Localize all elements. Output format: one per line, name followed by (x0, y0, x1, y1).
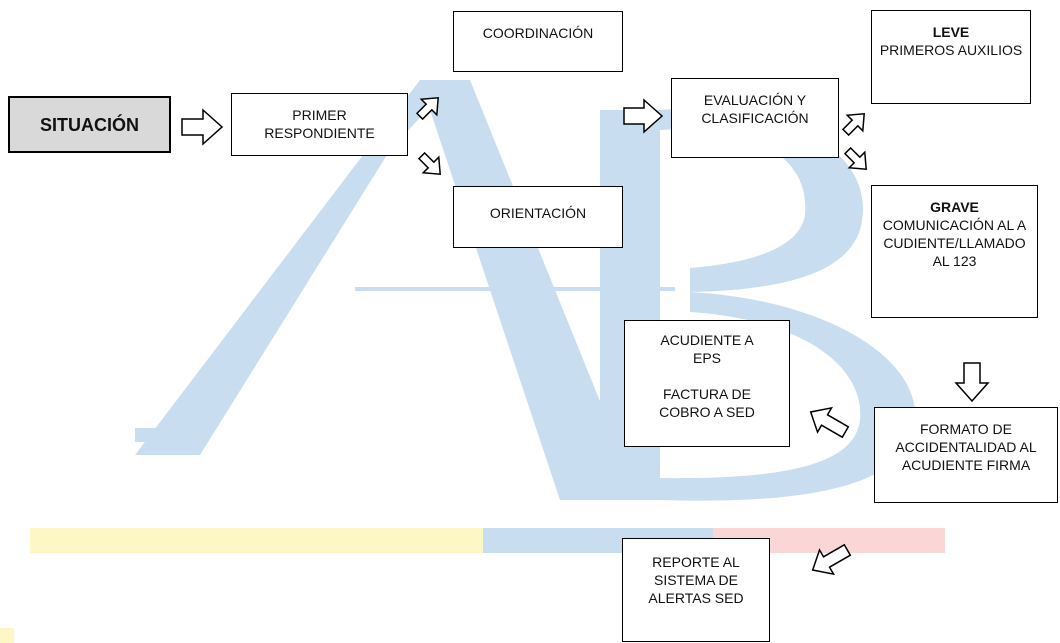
arrow-right-evaluation (623, 98, 664, 134)
grave-box: GRAVE COMUNICACIÓN AL ACUDIENTE/LLAMADO … (871, 185, 1038, 318)
arrow-up-right-coordination (414, 92, 444, 122)
arrow-down-right-orientation (416, 150, 446, 180)
leve-box: LEVE PRIMEROS AUXILIOS (871, 10, 1031, 104)
arrow-down-left-report (806, 540, 854, 580)
evaluation-box: EVALUACIÓN Y CLASIFICACIÓN (671, 78, 839, 158)
grave-title: GRAVE (930, 199, 979, 215)
alert-report-box: REPORTE AL SISTEMA DE ALERTAS SED (622, 538, 770, 642)
band-yellow (30, 528, 483, 553)
arrow-down-right-grave (842, 145, 872, 175)
orientation-label: ORIENTACIÓN (489, 205, 587, 221)
start-label: SITUACIÓN (40, 114, 139, 135)
start-situacion-box: SITUACIÓN (8, 96, 171, 153)
first-responder-box: PRIMER RESPONDIENTE (231, 93, 408, 156)
arrow-down-formato (954, 362, 990, 403)
eps-line2: FACTURA DE COBRO A SED (659, 386, 755, 420)
arrow-up-right-leve (840, 108, 870, 138)
accident-form-box: FORMATO DE ACCIDENTALIDAD AL ACUDIENTE F… (874, 407, 1058, 503)
arrow-up-left-eps (804, 402, 852, 442)
alert-report-label: REPORTE AL SISTEMA DE ALERTAS SED (648, 554, 744, 606)
coordination-box: COORDINACIÓN (453, 11, 623, 72)
leve-title: LEVE (932, 24, 970, 40)
eps-box: ACUDIENTE A EPS FACTURA DE COBRO A SED (624, 320, 790, 447)
accident-form-label: FORMATO DE ACCIDENTALIDAD AL ACUDIENTE F… (895, 421, 1037, 473)
eps-line1: ACUDIENTE A EPS (660, 332, 754, 366)
grave-text: COMUNICACIÓN AL ACUDIENTE/LLAMADO AL 123 (882, 217, 1027, 269)
orientation-box: ORIENTACIÓN (453, 186, 623, 248)
coordination-label: COORDINACIÓN (482, 25, 594, 41)
leve-text: PRIMEROS AUXILIOS (879, 42, 1023, 58)
first-responder-label: PRIMER RESPONDIENTE (264, 107, 375, 141)
evaluation-label: EVALUACIÓN Y CLASIFICACIÓN (701, 92, 809, 126)
arrow-right-1 (181, 108, 224, 146)
